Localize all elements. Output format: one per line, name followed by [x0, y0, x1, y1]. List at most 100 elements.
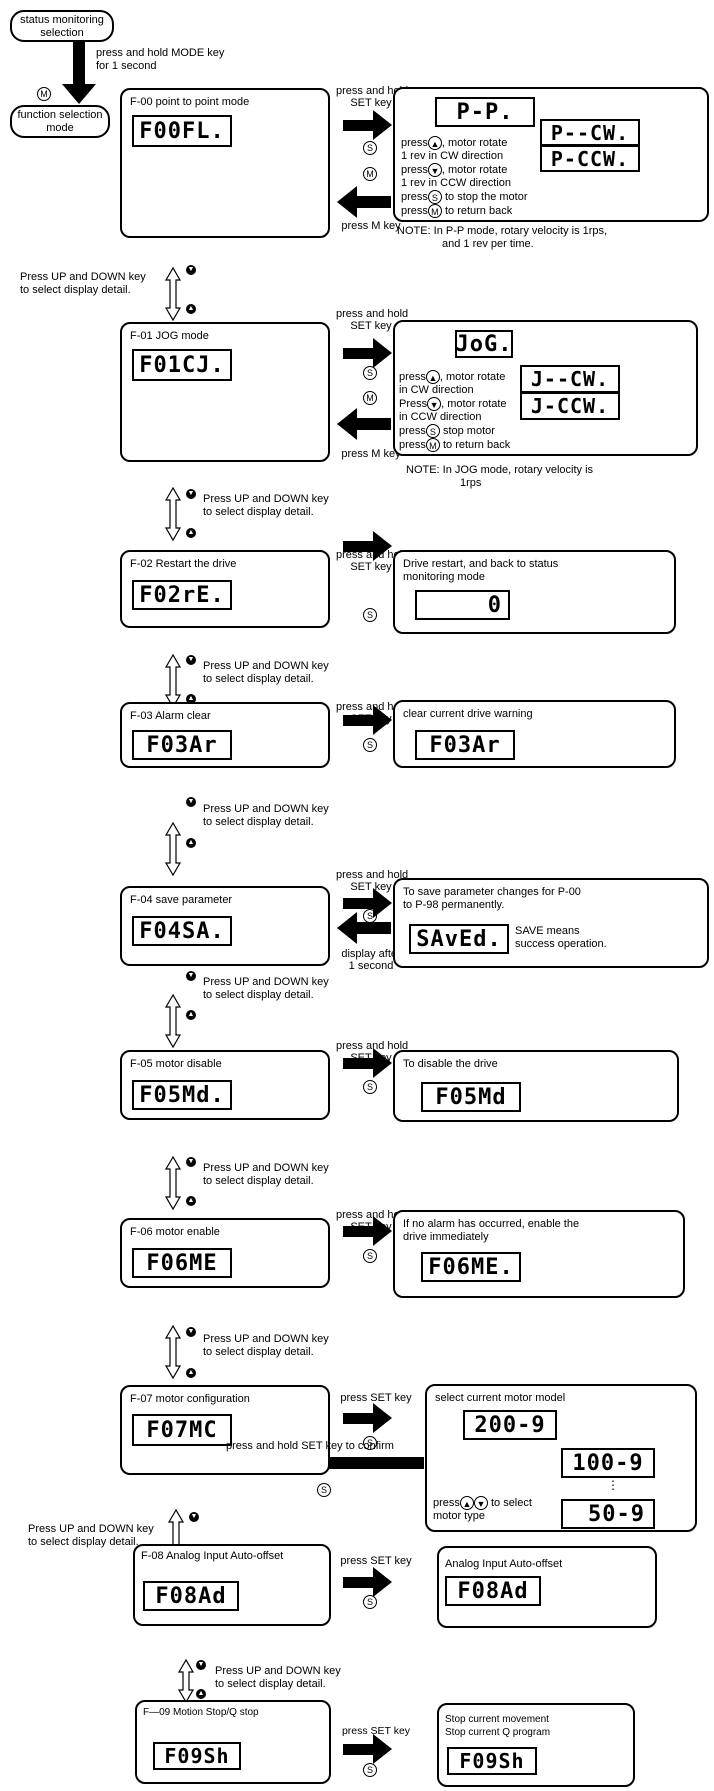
f04-display: F04SA.	[132, 916, 232, 946]
f01-side-ccw: J-CCW.	[520, 392, 620, 420]
f02-box[interactable]: F-02 Restart the drive F02rE.	[120, 550, 330, 628]
f04-label: F-04 save parameter	[130, 894, 233, 906]
f05-desc1: To disable the drive	[403, 1058, 498, 1070]
f06-result-display: F06ME.	[421, 1252, 521, 1282]
set-key-icon: S	[363, 366, 377, 380]
f07-model1: 200-9	[463, 1410, 557, 1440]
down-icon: ▼	[186, 265, 196, 275]
down-icon: ▼	[186, 971, 196, 981]
f04-box[interactable]: F-04 save parameter F04SA.	[120, 886, 330, 966]
f01-l3a: Press	[399, 397, 428, 410]
f04-desc1: To save parameter changes for P-00	[403, 886, 581, 898]
f00-l4: 1 rev in CCW direction	[401, 177, 512, 189]
up-icon: ▲	[427, 136, 442, 150]
set-key-icon: S	[363, 909, 377, 923]
up-icon: ▲	[186, 1196, 196, 1206]
f00-left-up1: Press UP and DOWN key	[20, 271, 146, 283]
f06-set-key: SET key	[350, 1221, 392, 1233]
f00-press-m: press M key	[341, 220, 401, 232]
f00-l3a: press	[401, 163, 428, 176]
status-label-line1: status monitoring	[20, 14, 104, 26]
f03-display: F03Ar	[132, 730, 232, 760]
f07-sel2: motor type	[433, 1510, 485, 1522]
set-key-icon: S	[363, 1595, 377, 1609]
f01-l3b: , motor rotate	[441, 397, 507, 410]
f05-press-hold: press and hold	[336, 1040, 409, 1052]
f01-l5a: press	[399, 424, 426, 437]
f06-updown1: Press UP and DOWN key	[203, 1333, 329, 1345]
f01-l5b: stop motor	[439, 424, 495, 437]
down-icon: ▼	[189, 1512, 199, 1522]
f01-label: F-01 JOG mode	[130, 330, 209, 342]
f07-left-up2: to select display detail.	[28, 1536, 139, 1548]
function-label-line2: mode	[46, 122, 74, 134]
f01-box[interactable]: F-01 JOG mode F01CJ.	[120, 322, 330, 462]
f03-desc1: clear current drive warning	[403, 708, 533, 720]
f08-display: F08Ad	[143, 1581, 239, 1611]
f03-result-box: clear current drive warning F03Ar	[393, 700, 676, 768]
f00-result-display: P-P.	[435, 97, 535, 127]
f06-display: F06ME	[132, 1248, 232, 1278]
mode-key-icon: M	[37, 87, 51, 101]
f00-l6a: press	[401, 204, 428, 217]
f00-press-hold: press and hold	[336, 85, 409, 97]
set-key-icon: S	[363, 1249, 377, 1263]
f08-box[interactable]: F-08 Analog Input Auto-offset F08Ad	[133, 1544, 331, 1626]
up-icon: ▲	[425, 370, 440, 384]
f03-updown1: Press UP and DOWN key	[203, 803, 329, 815]
f01-set-key: SET key	[350, 320, 392, 332]
mode-key-icon: M	[427, 204, 442, 218]
f05-updown1: Press UP and DOWN key	[203, 1162, 329, 1174]
f05-result-box: To disable the drive F05Md	[393, 1050, 679, 1122]
f06-box[interactable]: F-06 motor enable F06ME	[120, 1218, 330, 1288]
f04-result-display: SAvEd.	[409, 924, 509, 954]
f08-press-set: press SET key	[340, 1555, 412, 1567]
f00-box[interactable]: F-00 point to point mode F00FL.	[120, 88, 330, 238]
f03-label: F-03 Alarm clear	[130, 710, 211, 722]
f07-model3: 50-9	[561, 1499, 655, 1529]
f07-result-box: select current motor model 200-9 100-9 ⋮…	[425, 1384, 697, 1532]
f00-l2: 1 rev in CW direction	[401, 150, 504, 162]
f05-result-display: F05Md	[421, 1082, 521, 1112]
f03-result-display: F03Ar	[415, 730, 515, 760]
f09-display: F09Sh	[153, 1742, 241, 1770]
f01-note2: 1rps	[460, 477, 482, 489]
function-label-line1: function selection	[17, 109, 103, 121]
f07-label: F-07 motor configuration	[130, 1393, 250, 1405]
f04-save2: success operation.	[515, 938, 607, 950]
f09-box[interactable]: F—09 Motion Stop/Q stop F09Sh	[135, 1700, 331, 1784]
f01-press-hold: press and hold	[336, 308, 409, 320]
down-icon: ▼	[186, 655, 196, 665]
f07-box[interactable]: F-07 motor configuration F07MC	[120, 1385, 330, 1475]
down-icon: ▼	[196, 1660, 206, 1670]
f00-note2: and 1 rev per time.	[442, 238, 534, 250]
f07-press-set: press SET key	[340, 1392, 412, 1404]
f02-result-box: Drive restart, and back to status monito…	[393, 550, 676, 634]
f06-desc2: drive immediately	[403, 1231, 489, 1243]
up-icon: ▲	[186, 1010, 196, 1020]
set-key-icon: S	[363, 1763, 377, 1777]
f09-result-display: F09Sh	[447, 1747, 537, 1775]
function-selection-box: function selection mode	[10, 105, 110, 138]
f04-updown2: to select display detail.	[203, 989, 314, 1001]
f01-l4: in CCW direction	[399, 411, 482, 423]
f00-set-key: SET key	[350, 97, 392, 109]
f05-display: F05Md.	[132, 1080, 232, 1110]
f01-result-box: JoG. press▲, motor rotate in CW directio…	[393, 320, 698, 456]
hold-mode-line1: press and hold MODE key	[96, 47, 225, 59]
f00-l1b: , motor rotate	[441, 136, 508, 149]
f00-l5b: to stop the motor	[441, 190, 528, 203]
f06-press-hold: press and hold	[336, 1209, 409, 1221]
f01-display: F01CJ.	[132, 349, 232, 381]
up-icon: ▲	[196, 1689, 206, 1699]
f00-side-ccw: P-CCW.	[540, 145, 640, 172]
set-key-icon: S	[427, 190, 442, 204]
f07-sel1a: press	[433, 1496, 460, 1509]
f00-l6b: to return back	[441, 204, 513, 217]
f05-box[interactable]: F-05 motor disable F05Md.	[120, 1050, 330, 1120]
f02-press-hold: press and hold	[336, 549, 409, 561]
up-icon: ▲	[186, 1368, 196, 1378]
f06-desc1: If no alarm has occurred, enable the	[403, 1218, 580, 1230]
f03-box[interactable]: F-03 Alarm clear F03Ar	[120, 702, 330, 768]
mode-key-icon: M	[425, 438, 440, 452]
